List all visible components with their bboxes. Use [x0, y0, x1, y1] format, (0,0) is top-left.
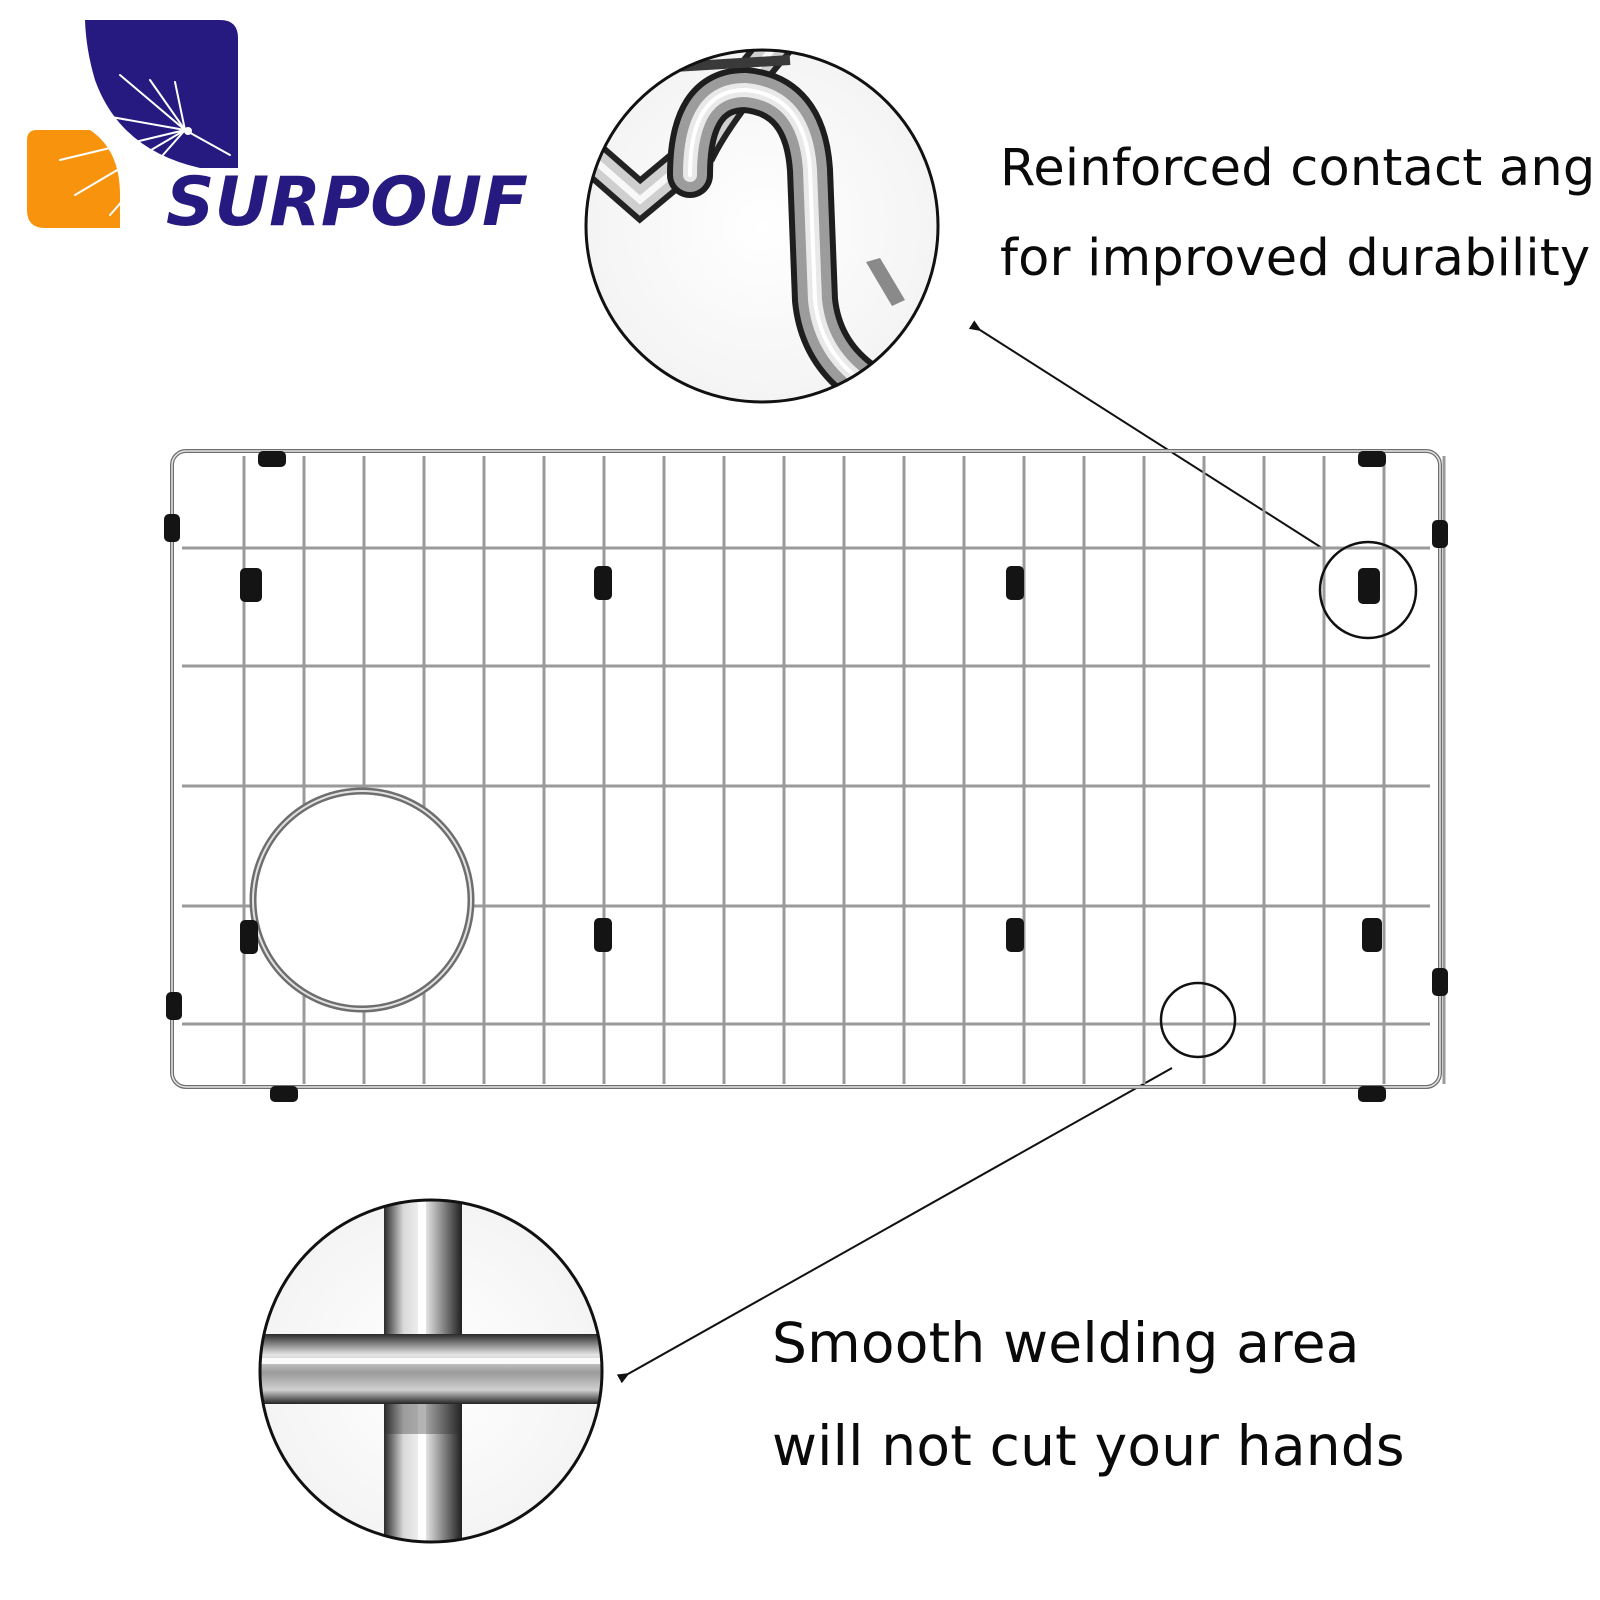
callout-smooth-weld-line1: Smooth welding area	[772, 1311, 1360, 1375]
rubber-bumper	[594, 566, 612, 600]
brand-name: SURPOUF	[166, 163, 528, 242]
rubber-bumper	[1358, 568, 1380, 604]
highlight-corner	[1318, 540, 1418, 640]
rubber-bumper	[240, 920, 258, 954]
rubber-bumper	[1006, 566, 1024, 600]
rubber-bumper	[1432, 520, 1448, 548]
arrow-icon	[968, 320, 1323, 549]
arrow-icon	[616, 1067, 1173, 1384]
callout-smooth-weld: Smooth welding area will not cut your ha…	[772, 1292, 1405, 1498]
rubber-bumper	[1362, 918, 1382, 952]
rubber-bumper	[594, 918, 612, 952]
callout-smooth-weld-line2: will not cut your hands	[772, 1414, 1405, 1478]
rubber-bumper	[240, 568, 262, 602]
callout-reinforced: Reinforced contact angle for improved du…	[1000, 124, 1600, 304]
sink-grid	[164, 449, 1448, 1102]
brand-logo: SURPOUF	[27, 20, 528, 242]
zoom-circle-bend	[584, 48, 940, 404]
logo-mark	[27, 20, 238, 228]
callout-reinforced-line2: for improved durability	[1000, 229, 1591, 288]
rubber-bumper	[166, 992, 182, 1020]
zoom-circle-weld	[258, 1198, 604, 1544]
rubber-bumper	[1432, 968, 1448, 996]
highlight-weld	[1159, 981, 1237, 1059]
rubber-bumper	[1006, 918, 1024, 952]
drain-ring	[249, 787, 475, 1013]
rubber-bumper	[258, 451, 286, 467]
rubber-bumper	[1358, 1086, 1386, 1102]
rubber-bumper	[270, 1086, 298, 1102]
rubber-bumper	[1358, 451, 1386, 467]
rubber-bumper	[164, 514, 180, 542]
callout-reinforced-line1: Reinforced contact angle	[1000, 139, 1600, 198]
